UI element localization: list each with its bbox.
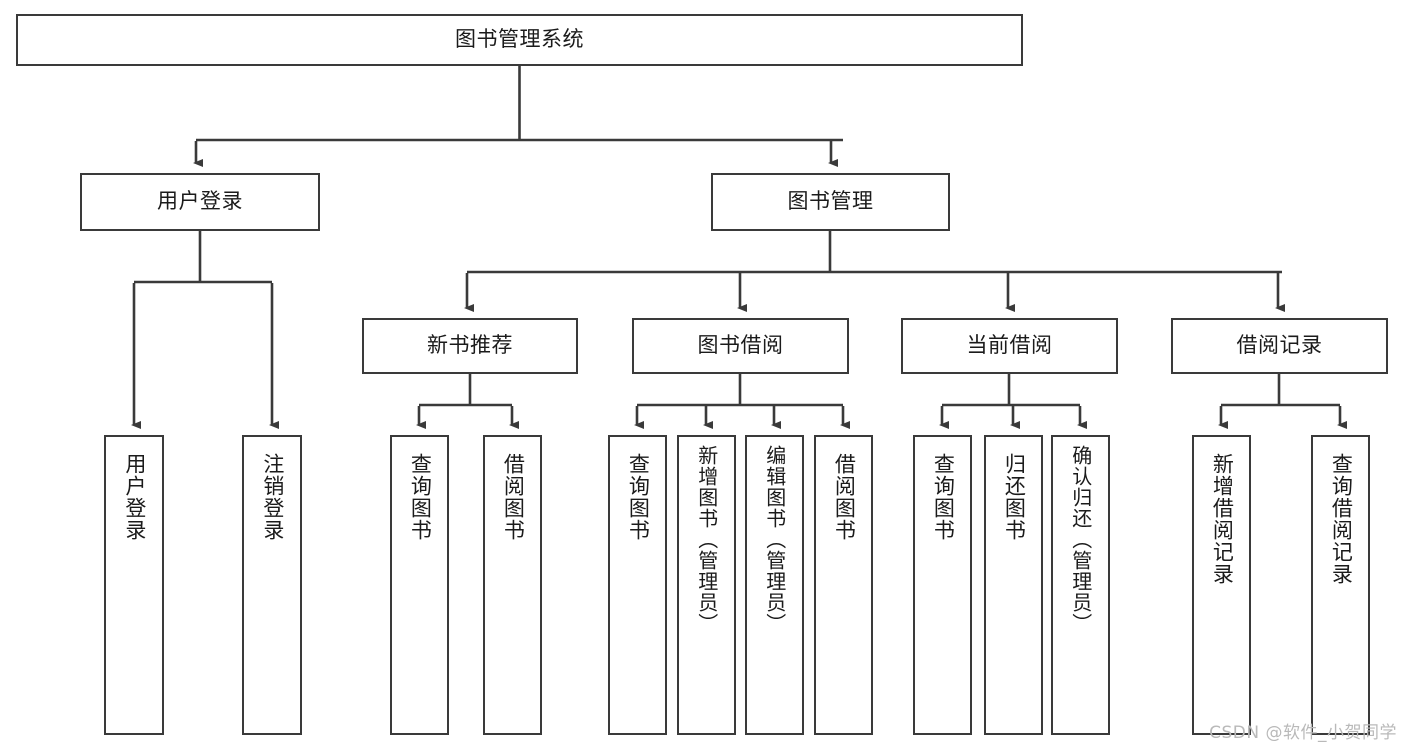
- leaf-edit-book-admin[interactable]: 编辑图书（管理员）: [745, 435, 804, 735]
- watermark: CSDN @软件_小贺同学: [1209, 723, 1397, 743]
- leaf-add-borrow-record[interactable]: 新增借阅记录: [1192, 435, 1251, 735]
- leaf-user-login[interactable]: 用户登录: [104, 435, 164, 735]
- node-borrow-record[interactable]: 借阅记录: [1171, 318, 1388, 374]
- leaf-add-book-admin[interactable]: 新增图书（管理员）: [677, 435, 736, 735]
- node-book-manage[interactable]: 图书管理: [711, 173, 950, 231]
- leaf-query-book-3[interactable]: 查询图书: [913, 435, 972, 735]
- leaf-logout[interactable]: 注销登录: [242, 435, 302, 735]
- leaf-confirm-return-admin[interactable]: 确认归还（管理员）: [1051, 435, 1110, 735]
- leaf-query-book-2[interactable]: 查询图书: [608, 435, 667, 735]
- leaf-query-borrow-record[interactable]: 查询借阅记录: [1311, 435, 1370, 735]
- node-book-borrow[interactable]: 图书借阅: [632, 318, 849, 374]
- node-user-login[interactable]: 用户登录: [80, 173, 320, 231]
- node-new-book-recommend[interactable]: 新书推荐: [362, 318, 578, 374]
- leaf-return-book[interactable]: 归还图书: [984, 435, 1043, 735]
- node-root[interactable]: 图书管理系统: [16, 14, 1023, 66]
- node-current-borrow[interactable]: 当前借阅: [901, 318, 1118, 374]
- leaf-borrow-book-1[interactable]: 借阅图书: [483, 435, 542, 735]
- leaf-borrow-book-2[interactable]: 借阅图书: [814, 435, 873, 735]
- leaf-query-book-1[interactable]: 查询图书: [390, 435, 449, 735]
